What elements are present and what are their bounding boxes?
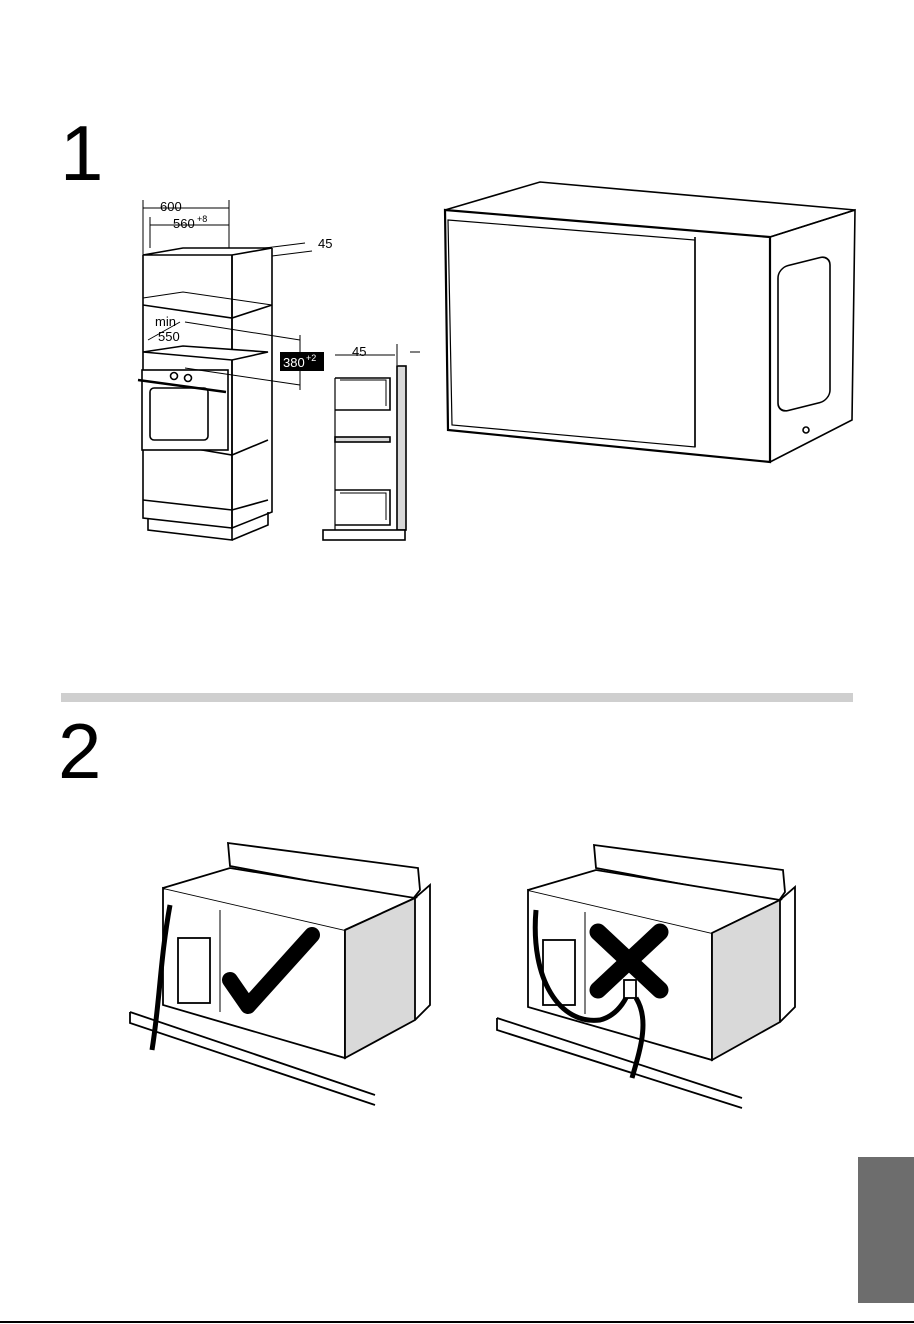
- correct-cable-drawing: [130, 843, 430, 1105]
- dim-depth-min: min: [155, 314, 176, 329]
- dim-depth-value: 550: [158, 329, 180, 344]
- dim-width-outer: 600: [160, 199, 182, 214]
- dim-niche-height: 380: [283, 355, 305, 370]
- dim-niche-height-tolerance: +2: [306, 353, 316, 363]
- dim-profile-gap: 45: [352, 344, 366, 359]
- microwave-drawing: [445, 182, 855, 462]
- incorrect-cable-drawing: [497, 845, 795, 1108]
- dim-width-inner: 560: [173, 216, 195, 231]
- dim-width-inner-tolerance: +8: [197, 214, 207, 224]
- side-profile-drawing: [323, 344, 420, 540]
- dim-side-gap: 45: [318, 236, 332, 251]
